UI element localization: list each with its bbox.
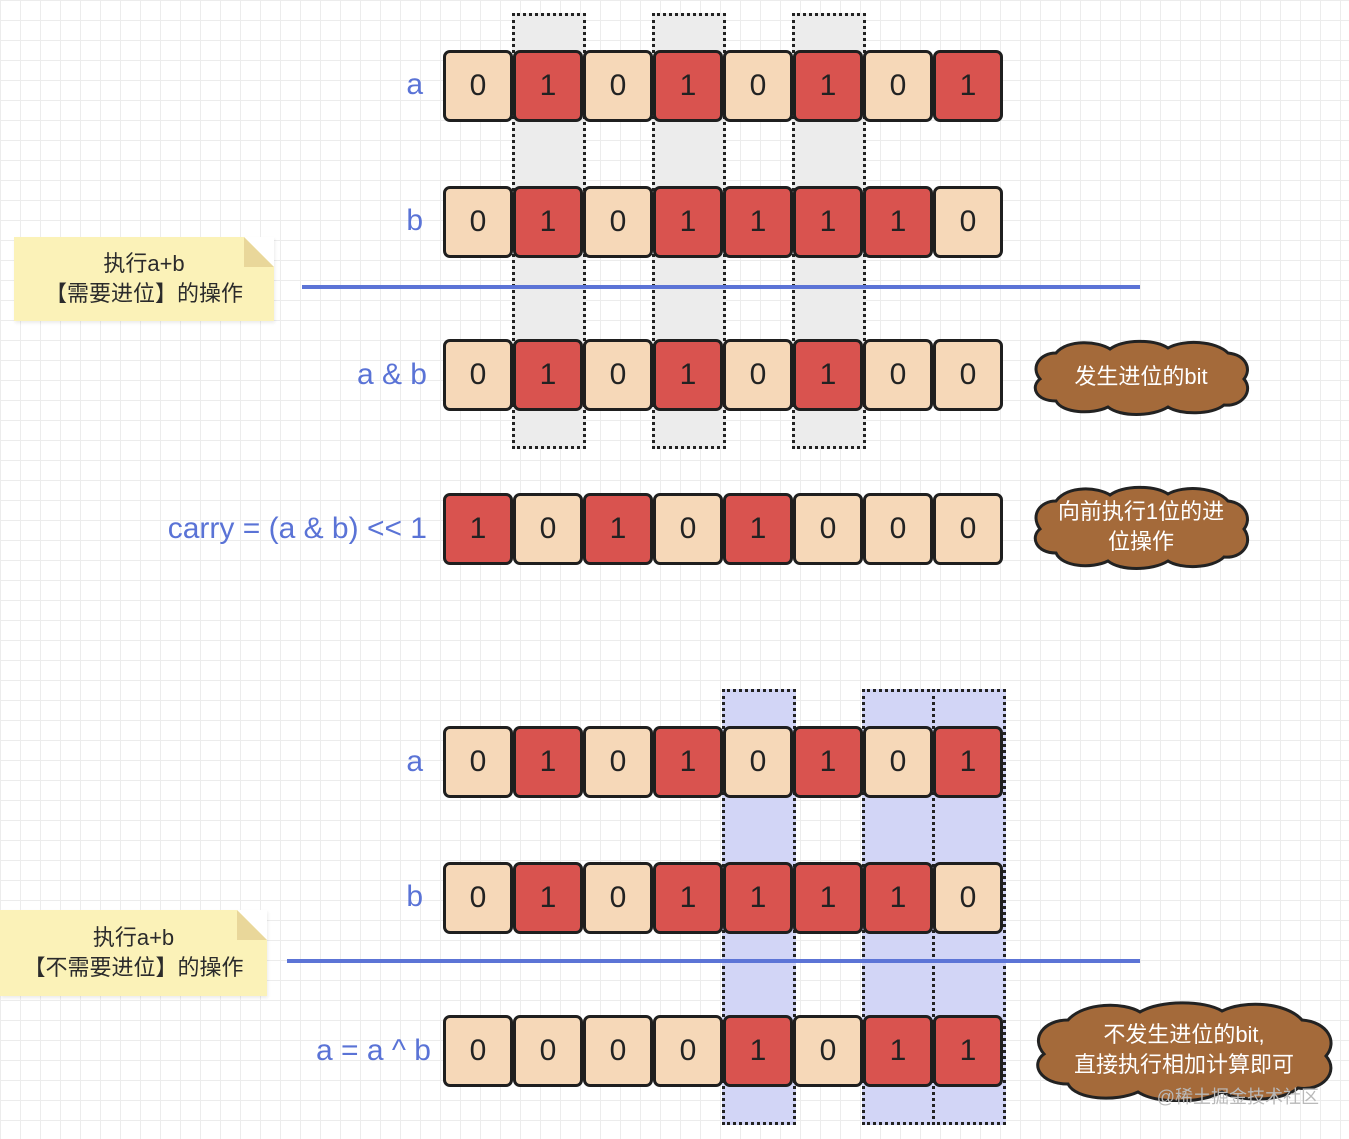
bit-cell: 1	[863, 186, 933, 258]
row-label-xor: a = a ^ b	[316, 1034, 431, 1067]
cloud-callout-shift: 向前执行1位的进位操作	[1028, 483, 1254, 571]
bit-cell: 1	[723, 1015, 793, 1087]
bit-cell: 0	[583, 726, 653, 798]
cloud-text: 不发生进位的bit, 直接执行相加计算即可	[1028, 998, 1340, 1102]
bit-cell: 0	[583, 1015, 653, 1087]
cloud-text: 发生进位的bit	[1028, 337, 1254, 417]
note-line-2: 【需要进位】的操作	[44, 281, 243, 306]
bit-cell: 0	[723, 339, 793, 411]
bit-cell: 0	[583, 50, 653, 122]
bit-cell: 1	[723, 493, 793, 565]
bit-cell: 0	[443, 339, 513, 411]
bit-cell: 1	[863, 862, 933, 934]
note-line-1: 执行a+b	[92, 925, 175, 950]
row-label-a: a	[406, 68, 423, 101]
bit-cell: 1	[793, 862, 863, 934]
bit-cell: 0	[723, 50, 793, 122]
bit-cell: 1	[513, 726, 583, 798]
bit-cell: 0	[513, 1015, 583, 1087]
bit-cell: 1	[653, 862, 723, 934]
bit-cell: 1	[513, 339, 583, 411]
bit-cell: 1	[513, 50, 583, 122]
note-line-2: 【不需要进位】的操作	[23, 955, 244, 980]
bit-cell: 0	[793, 1015, 863, 1087]
bit-cell: 1	[653, 339, 723, 411]
bit-cell: 0	[653, 1015, 723, 1087]
bit-cell: 0	[653, 493, 723, 565]
bit-cell: 0	[863, 50, 933, 122]
bit-cell: 0	[863, 339, 933, 411]
watermark: @稀土掘金技术社区	[1156, 1087, 1319, 1107]
bit-cell: 0	[443, 50, 513, 122]
bit-cell: 1	[933, 726, 1003, 798]
bit-cell: 0	[443, 1015, 513, 1087]
bit-cell: 1	[933, 1015, 1003, 1087]
bit-cell: 1	[723, 186, 793, 258]
cloud-text-line: 不发生进位的bit,	[1103, 1022, 1265, 1047]
note-line-1: 执行a+b	[103, 251, 185, 276]
cloud-text: 向前执行1位的进位操作	[1028, 483, 1254, 571]
bit-cell: 0	[863, 493, 933, 565]
bit-cell: 0	[933, 493, 1003, 565]
bit-cell: 0	[513, 493, 583, 565]
sticky-note-no-carry: 执行a+b 【不需要进位】的操作	[0, 910, 267, 996]
bit-cell: 1	[933, 50, 1003, 122]
cloud-callout-no-carry: 不发生进位的bit, 直接执行相加计算即可	[1028, 998, 1340, 1102]
row-label-and: a & b	[356, 358, 427, 391]
bit-cell: 0	[583, 862, 653, 934]
bit-cell: 0	[443, 862, 513, 934]
bit-cell: 1	[793, 186, 863, 258]
bit-cell: 1	[513, 186, 583, 258]
cloud-text-line: 直接执行相加计算即可	[1073, 1052, 1294, 1077]
bit-cell: 0	[443, 726, 513, 798]
row-label-carry: carry = (a & b) << 1	[167, 512, 427, 545]
row-label-a-bottom: a	[406, 745, 423, 778]
row-label-b: b	[406, 204, 423, 237]
bit-cell: 0	[443, 186, 513, 258]
bit-cell: 1	[723, 862, 793, 934]
bit-cell: 0	[583, 186, 653, 258]
bit-cell: 0	[933, 862, 1003, 934]
bit-cell: 1	[653, 50, 723, 122]
bit-cell: 1	[443, 493, 513, 565]
bit-cell: 1	[793, 339, 863, 411]
cloud-text-line: 发生进位的bit	[1074, 364, 1208, 389]
bit-cell: 0	[933, 186, 1003, 258]
divider-line	[302, 285, 1140, 289]
cloud-text-line: 向前执行1位的进	[1057, 499, 1225, 524]
cloud-callout-carry-bits: 发生进位的bit	[1028, 337, 1254, 417]
cloud-text-line: 位操作	[1107, 529, 1174, 554]
bit-cell: 1	[793, 726, 863, 798]
bit-cell: 0	[793, 493, 863, 565]
bit-cell: 0	[723, 726, 793, 798]
bit-cell: 1	[653, 186, 723, 258]
bit-cell: 0	[583, 339, 653, 411]
divider-line-bottom	[287, 959, 1140, 963]
bit-cell: 0	[863, 726, 933, 798]
bit-cell: 1	[583, 493, 653, 565]
bit-cell: 1	[653, 726, 723, 798]
bit-cell: 1	[513, 862, 583, 934]
sticky-note-carry: 执行a+b 【需要进位】的操作	[14, 237, 274, 321]
bit-cell: 1	[863, 1015, 933, 1087]
row-label-b-bottom: b	[406, 880, 423, 913]
bit-cell: 1	[793, 50, 863, 122]
bit-cell: 0	[933, 339, 1003, 411]
